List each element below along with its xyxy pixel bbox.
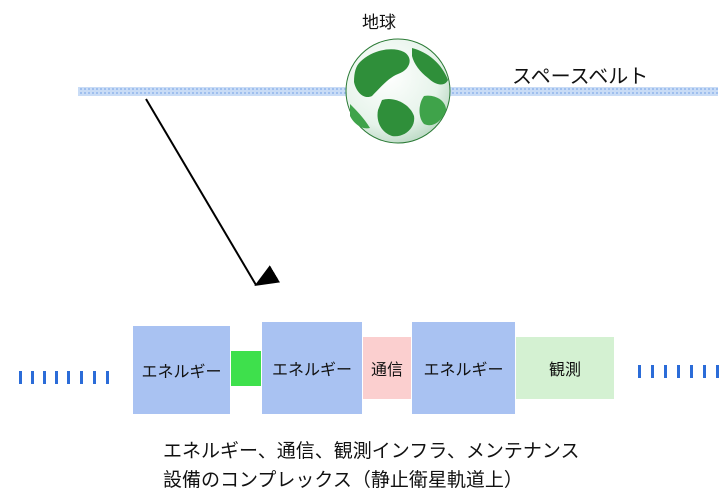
caption-line-1: エネルギー、通信、観測インフラ、メンテナンス (163, 440, 580, 462)
zoom-arrow (145, 98, 281, 287)
module-energy-1: エネルギー (133, 326, 230, 414)
caption-line-2: 設備のコンプレックス（静止衛星軌道上） (163, 469, 523, 491)
module-energy-2: エネルギー (262, 322, 362, 414)
space-belt-label: スペースベルト (512, 64, 649, 88)
left-continuation-dashes (19, 371, 109, 384)
module-communication: 通信 (363, 337, 411, 399)
earth-label: 地球 (362, 13, 396, 33)
module-connector (231, 351, 261, 386)
caption: エネルギー、通信、観測インフラ、メンテナンス 設備のコンプレックス（静止衛星軌道… (163, 437, 579, 495)
earth-globe-icon (345, 38, 451, 144)
module-observation: 観測 (516, 337, 614, 399)
module-energy-3: エネルギー (412, 322, 515, 414)
right-continuation-dashes (638, 365, 719, 378)
